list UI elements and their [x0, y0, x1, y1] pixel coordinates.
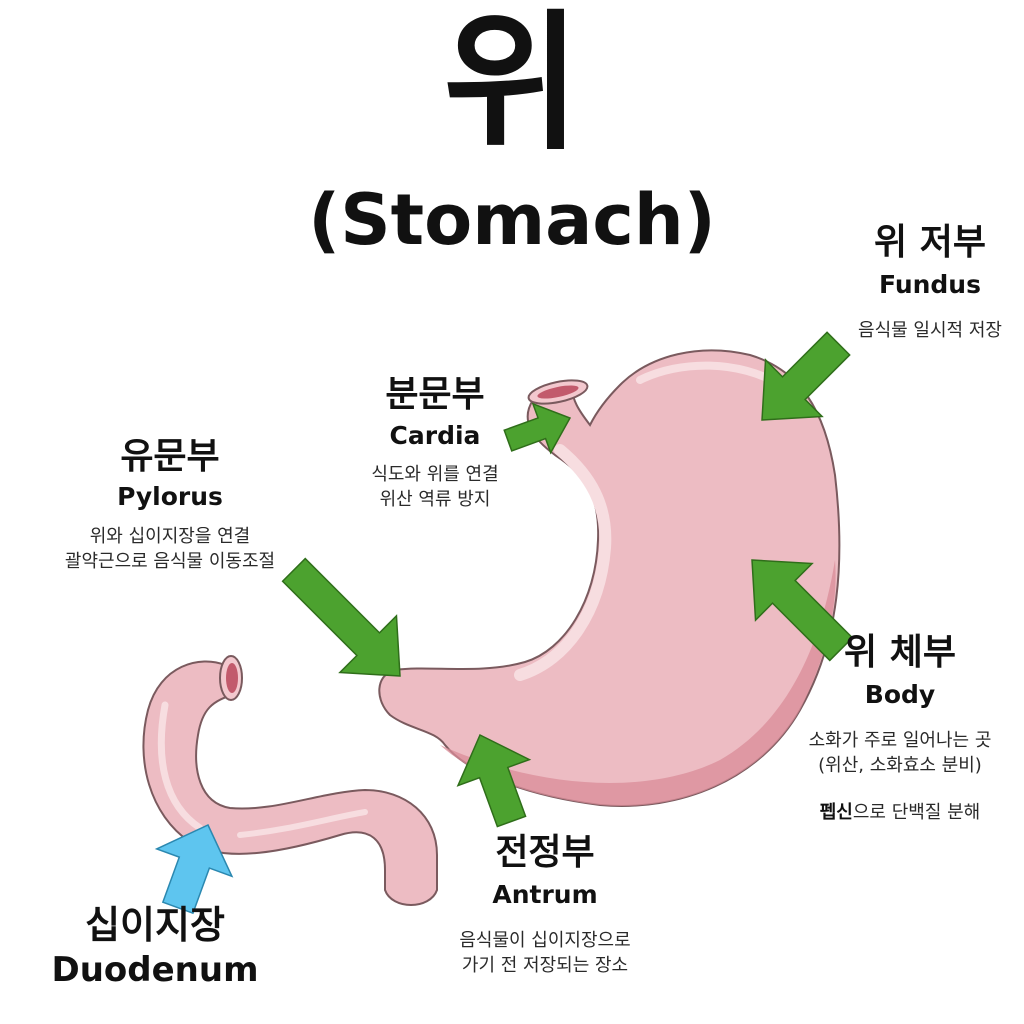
- antrum-korean-label: 전정부: [495, 832, 595, 873]
- fundus-desc-line: 음식물 일시적 저장: [858, 320, 1002, 341]
- fundus-korean-label: 위 저부: [874, 222, 986, 263]
- body-note: 펩신으로 단백질 분해: [780, 800, 1020, 825]
- antrum-desc-line: 가기 전 저장되는 장소: [461, 955, 629, 977]
- pylorus-desc-line: 괄약근으로 음식물 이동조절: [64, 551, 276, 573]
- body-note-bold: 펩신: [819, 802, 853, 823]
- fundus-arrow-icon: [761, 331, 851, 421]
- stomach-illustration: [378, 349, 841, 807]
- body-note-rest: 으로 단백질 분해: [852, 802, 981, 823]
- cardia-desc-line: 위산 역류 방지: [379, 489, 491, 511]
- fundus-description: 음식물 일시적 저장: [830, 318, 1024, 343]
- pylorus-korean-label: 유문부: [120, 436, 220, 477]
- body-desc-line: 소화가 주로 일어나는 곳: [808, 730, 992, 751]
- cardia-arrow-icon: [503, 402, 572, 455]
- fundus-english-label: Fundus: [878, 270, 981, 299]
- cardia-desc-line: 식도와 위를 연결: [371, 464, 499, 485]
- body-korean-label: 위 체부: [844, 632, 956, 673]
- body-description: 소화가 주로 일어나는 곳 (위산, 소화효소 분비): [780, 728, 1020, 778]
- cardia-korean-label: 분문부: [385, 374, 485, 415]
- antrum-description: 음식물이 십이지장으로 가기 전 저장되는 장소: [425, 928, 665, 978]
- pylorus-english-label: Pylorus: [117, 482, 223, 511]
- duodenum-korean-label: 십이지장: [85, 903, 225, 947]
- cardia-english-label: Cardia: [389, 421, 481, 450]
- pylorus-arrow-icon: [281, 557, 401, 677]
- cardia-description: 식도와 위를 연결 위산 역류 방지: [335, 462, 535, 512]
- antrum-desc-line: 음식물이 십이지장으로: [459, 930, 631, 951]
- page-title: 위: [442, 0, 581, 171]
- pylorus-description: 위와 십이지장을 연결 괄약근으로 음식물 이동조절: [20, 524, 320, 574]
- body-desc-line: (위산, 소화효소 분비): [818, 755, 982, 777]
- page-subtitle: (Stomach): [308, 179, 716, 261]
- antrum-english-label: Antrum: [492, 880, 598, 909]
- antrum-arrow-icon: [456, 733, 532, 828]
- body-english-label: Body: [864, 680, 936, 709]
- pylorus-desc-line: 위와 십이지장을 연결: [89, 526, 251, 547]
- duodenum-arrow-icon: [154, 824, 234, 915]
- duodenum-english-label: Duodenum: [51, 950, 259, 990]
- body-arrow-icon: [751, 559, 854, 662]
